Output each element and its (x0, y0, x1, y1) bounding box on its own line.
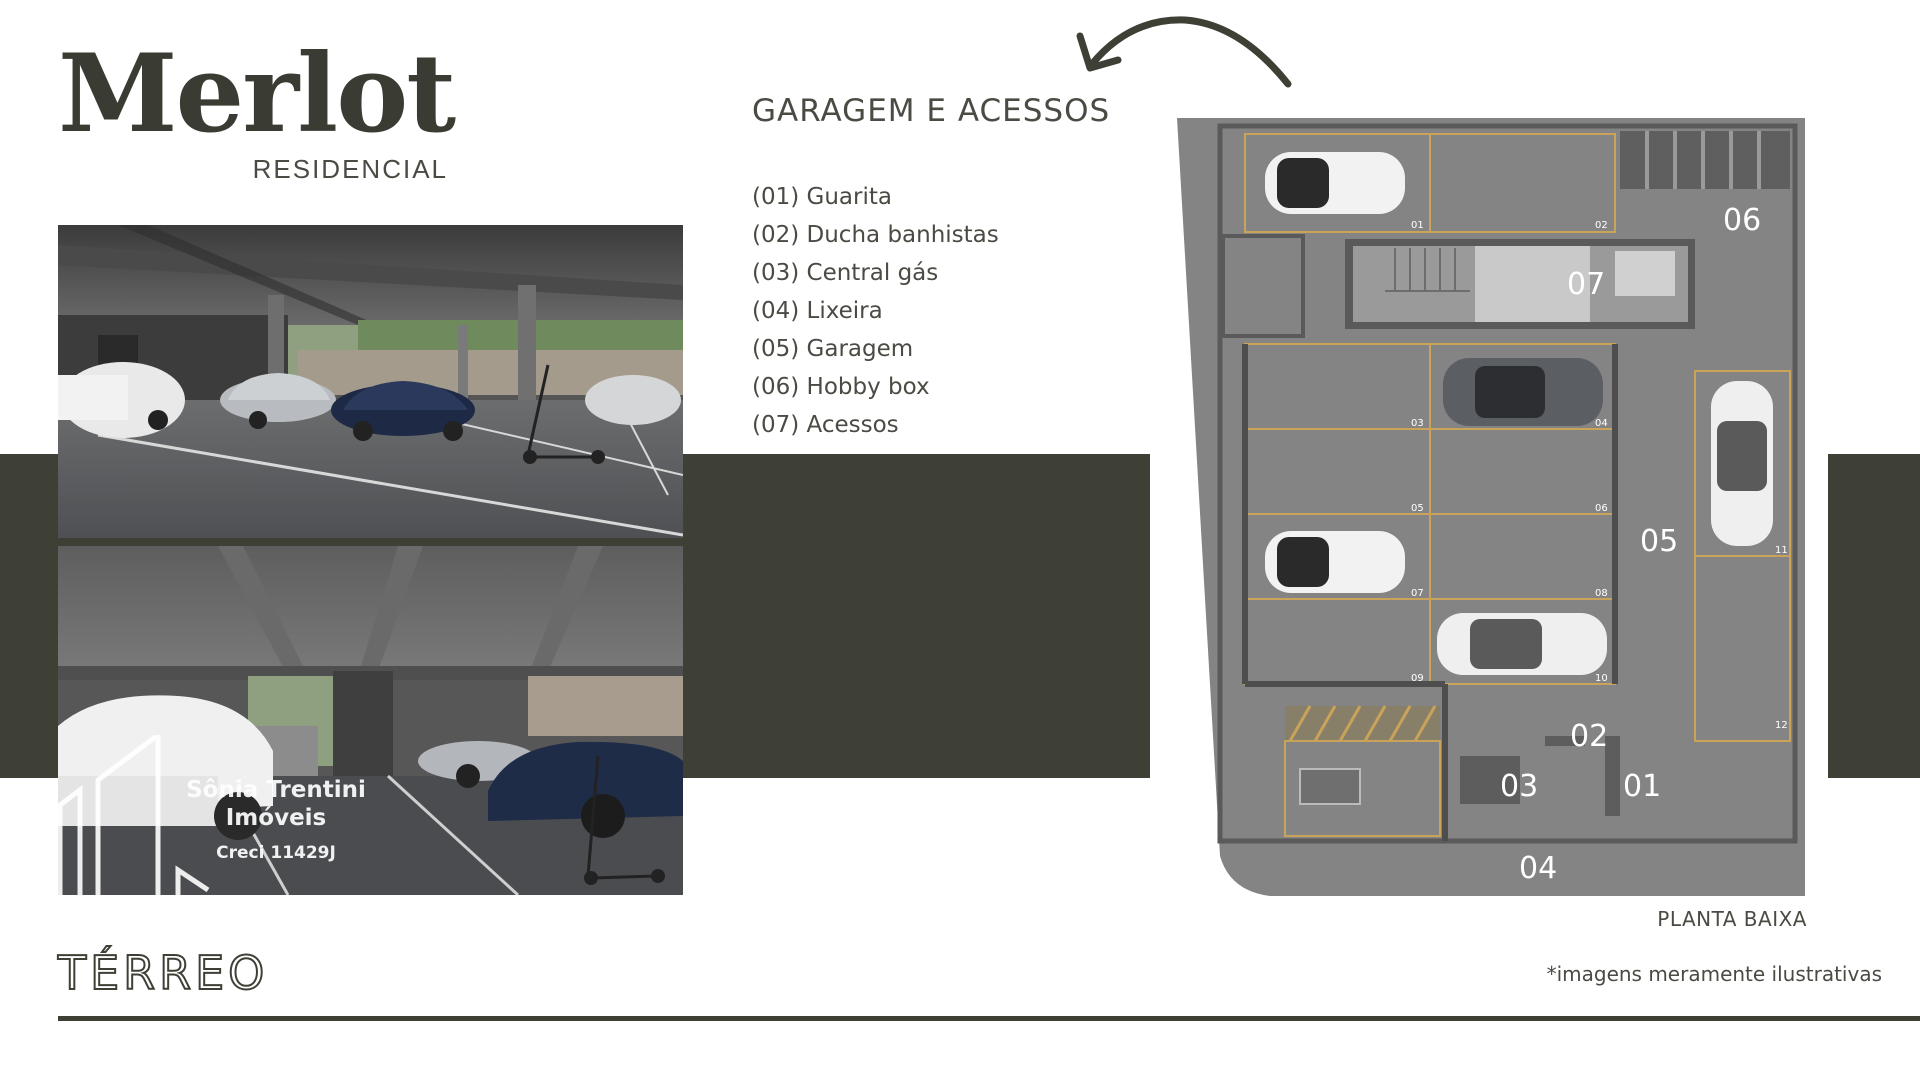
car-icon (1437, 613, 1607, 675)
agency-name-line2: Imóveis (225, 804, 327, 831)
spot-number: 07 (1411, 588, 1424, 599)
legend-item: (03) Central gás (752, 260, 939, 286)
dark-band-right (1828, 454, 1920, 778)
car-icon (1711, 381, 1773, 546)
agency-creci: Creci 11429J (216, 843, 336, 863)
spot-number: 04 (1595, 418, 1608, 429)
legend-list: (01) Guarita (02) Ducha banhistas (03) C… (752, 178, 999, 444)
area-label-04: 04 (1519, 851, 1557, 886)
car-icon (1265, 152, 1405, 214)
spot-number: 01 (1411, 220, 1424, 231)
legend-item: (05) Garagem (752, 336, 914, 362)
area-label-05: 05 (1640, 524, 1678, 559)
spot-number: 11 (1775, 545, 1788, 556)
legend-item: (06) Hobby box (752, 374, 930, 400)
hobby-box-area (1620, 131, 1790, 189)
legend-item: (04) Lixeira (752, 298, 883, 324)
area-label-07: 07 (1567, 267, 1605, 302)
legend-item: (01) Guarita (752, 184, 892, 210)
house-logo-icon (58, 735, 210, 895)
spot-number: 10 (1595, 673, 1608, 684)
brand-title: Merlot (58, 31, 456, 157)
garage-photo-top (58, 225, 683, 538)
service-area (1284, 705, 1620, 837)
agency-watermark: Sônia Trentini Imóveis Creci 11429J (58, 735, 388, 895)
area-label-06: 06 (1723, 203, 1761, 238)
spot-number: 06 (1595, 503, 1608, 514)
access-core (1221, 234, 1695, 338)
spot-number: 05 (1411, 503, 1424, 514)
spot-number: 12 (1775, 720, 1788, 731)
car-icon (1443, 358, 1603, 426)
spot-number: 09 (1411, 673, 1424, 684)
garage-photo-bottom (58, 546, 683, 895)
legend-item: (02) Ducha banhistas (752, 222, 999, 248)
area-label-03: 03 (1500, 769, 1538, 804)
bottom-divider (58, 1016, 1920, 1021)
disclaimer-note: *imagens meramente ilustrativas (1546, 962, 1882, 986)
area-label-01: 01 (1623, 769, 1661, 804)
plan-caption: PLANTA BAIXA (1657, 907, 1807, 931)
area-label-02: 02 (1570, 719, 1608, 754)
spot-number: 03 (1411, 418, 1424, 429)
spot-number: 02 (1595, 220, 1608, 231)
floor-plan: 06 07 05 02 03 01 04 01 02 03 04 05 06 0… (1177, 118, 1805, 896)
brand-subtitle: RESIDENCIAL (252, 154, 448, 184)
legend-item: (07) Acessos (752, 412, 899, 438)
agency-name-line1: Sônia Trentini (186, 777, 366, 803)
agency-name: Sônia Trentini Imóveis (176, 777, 376, 832)
brand-logo: Merlot RESIDENCIAL (58, 40, 458, 190)
section-title: GARAGEM E ACESSOS (752, 93, 1111, 129)
curved-arrow-icon (1076, 16, 1292, 88)
spot-number: 08 (1595, 588, 1608, 599)
floor-label: TÉRREO (57, 945, 269, 1001)
car-icon (1265, 531, 1405, 593)
